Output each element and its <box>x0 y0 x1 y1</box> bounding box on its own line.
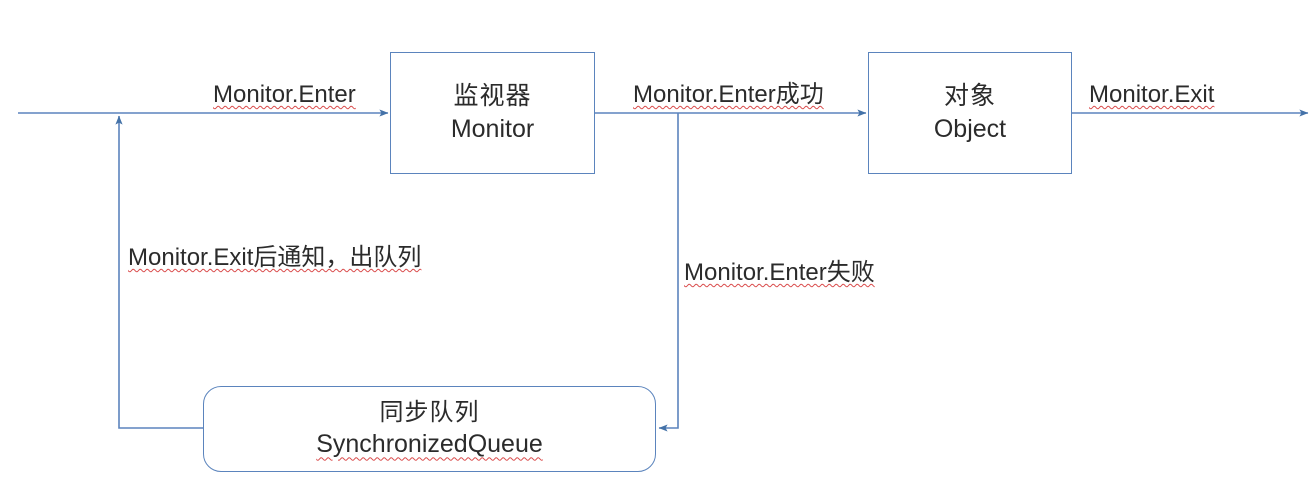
node-monitor[interactable]: 监视器 Monitor <box>390 52 595 174</box>
edge-label-monitor-enter-fail: Monitor.Enter失败 <box>684 259 875 286</box>
edge-label-monitor-exit: Monitor.Exit <box>1089 81 1215 108</box>
wire-queue-to-entry <box>115 115 203 429</box>
edge-label-monitor-exit-text: Monitor.Exit <box>1089 81 1215 108</box>
edge-label-monitor-enter-success: Monitor.Enter成功 <box>633 81 824 108</box>
wire-enter-fail-to-queue <box>658 113 679 432</box>
edge-label-monitor-enter-fail-text: Monitor.Enter失败 <box>684 259 875 286</box>
edge-label-exit-notify-dequeue: Monitor.Exit后通知，出队列 <box>128 244 422 271</box>
node-synchronized-queue[interactable]: 同步队列 SynchronizedQueue <box>203 386 656 472</box>
node-queue-title-cn: 同步队列 <box>379 398 480 426</box>
node-monitor-title-en: Monitor <box>450 114 535 143</box>
node-queue-title-en: SynchronizedQueue <box>316 430 543 459</box>
node-object-title-en: Object <box>933 114 1007 143</box>
node-monitor-title-cn: 监视器 <box>453 82 532 111</box>
edge-label-monitor-enter-success-text: Monitor.Enter成功 <box>633 81 824 108</box>
edge-label-monitor-enter: Monitor.Enter <box>213 81 356 108</box>
edge-label-monitor-enter-text: Monitor.Enter <box>213 81 356 108</box>
node-object[interactable]: 对象 Object <box>868 52 1072 174</box>
edge-label-exit-notify-dequeue-text: Monitor.Exit后通知，出队列 <box>128 244 422 271</box>
node-object-title-cn: 对象 <box>943 82 996 111</box>
